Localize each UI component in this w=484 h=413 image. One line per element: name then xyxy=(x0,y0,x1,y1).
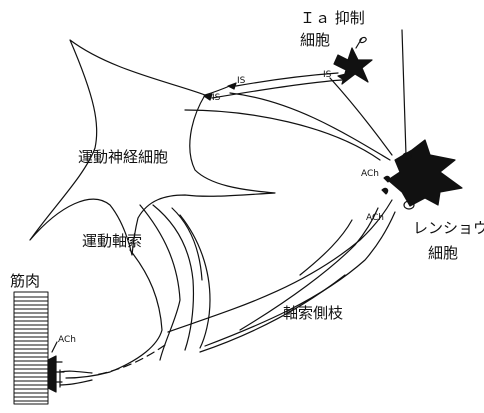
ach-bouton-lower xyxy=(382,188,388,194)
is-label-upper: IS xyxy=(237,76,245,86)
ach-muscle-leader xyxy=(52,342,57,352)
ia-down-fiber xyxy=(212,80,342,98)
axon-collateral-2 xyxy=(205,212,395,346)
renshaw-label-line1: レンショウ xyxy=(413,219,484,237)
ia-inhibitory-soma xyxy=(334,48,372,84)
motor-axon-branch-a xyxy=(180,215,210,348)
is-label-ia: IS xyxy=(323,70,331,80)
ach-muscle-label: ACh xyxy=(58,335,76,345)
ia-input-fiber xyxy=(356,37,366,48)
renshaw-soma xyxy=(388,140,462,206)
fiber-to-renshaw-2 xyxy=(230,93,390,160)
is-marker-ia xyxy=(338,74,346,80)
muscle-striations xyxy=(14,297,48,401)
is-label-lower: IS xyxy=(212,93,220,103)
ach-renshaw-lower-label: ACh xyxy=(366,213,384,223)
renshaw-input-fiber xyxy=(402,30,406,155)
neuromuscular-junction xyxy=(48,356,56,392)
muscle-label: 筋肉 xyxy=(10,272,40,290)
ia-inhibitory-label-line1: Ｉａ 抑制 xyxy=(300,9,365,27)
axon-collateral-label: 軸索側枝 xyxy=(283,304,343,322)
motor-axon-terminal xyxy=(60,370,92,387)
motor-axon-dashed xyxy=(95,345,165,375)
renshaw-label-line2: 細胞 xyxy=(428,244,458,262)
axon-collateral-5 xyxy=(300,220,352,275)
motor-axon-outer xyxy=(66,250,162,378)
ach-bouton-upper xyxy=(384,176,390,182)
is-marker-1 xyxy=(228,83,236,89)
motor-axon-label: 運動軸索 xyxy=(82,232,142,250)
ach-renshaw-upper-label: ACh xyxy=(361,169,379,179)
ia-inhibitory-label-line2: 細胞 xyxy=(300,31,330,49)
fiber-to-renshaw-1 xyxy=(185,110,380,160)
motor-neuron-label: 運動神経細胞 xyxy=(78,148,168,166)
